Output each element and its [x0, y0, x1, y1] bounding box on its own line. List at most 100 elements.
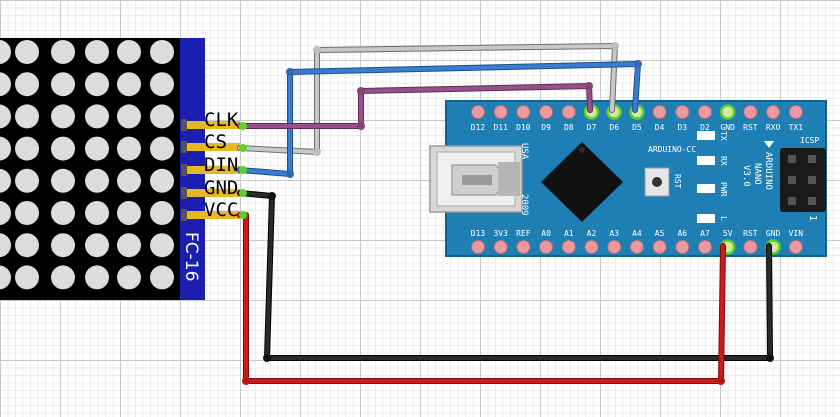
- arduino-pin[interactable]: [516, 105, 531, 119]
- arduino-pin-label: D11: [493, 123, 508, 132]
- year-label: 2009: [519, 194, 529, 216]
- arduino-pin[interactable]: [471, 240, 485, 254]
- arduino-pin-label: GND: [766, 229, 781, 238]
- led-dot: [150, 104, 174, 129]
- led-dot: [51, 233, 75, 258]
- led-dot: [150, 40, 174, 64]
- arduino-pin-label: D9: [541, 123, 551, 132]
- arduino-pin[interactable]: [675, 240, 690, 254]
- pin-connection-points: [239, 122, 247, 219]
- led-dot: [85, 136, 109, 161]
- led-dot: [51, 265, 75, 290]
- led-dot: [117, 104, 141, 129]
- module-pin-headers: [181, 119, 240, 221]
- arduino-pin[interactable]: [766, 105, 781, 119]
- arduino-pin[interactable]: [493, 105, 508, 119]
- icsp-pin-one-label: 1: [807, 215, 818, 221]
- led-dot: [150, 72, 174, 97]
- arduino-pin-label: D10: [516, 123, 531, 132]
- status-leds: [697, 131, 715, 223]
- led-dot: [15, 72, 39, 97]
- arduino-pin-label: A3: [609, 229, 619, 238]
- arduino-pin[interactable]: [561, 105, 576, 119]
- led-dot: [0, 72, 11, 97]
- board-title-line2: NANO: [752, 163, 762, 185]
- arduino-pin-label: 5V: [723, 229, 733, 238]
- arduino-pin[interactable]: [675, 105, 690, 119]
- arduino-pin-label: GND: [720, 123, 735, 132]
- arduino-pin[interactable]: [584, 240, 599, 254]
- icsp-label: ICSP: [800, 136, 819, 145]
- arduino-pin[interactable]: [698, 240, 712, 254]
- arduino-pin[interactable]: [629, 240, 644, 254]
- arduino-pin[interactable]: [607, 240, 622, 254]
- led-dot: [51, 104, 75, 129]
- led-dot: [85, 72, 109, 97]
- arduino-pin[interactable]: [698, 105, 712, 119]
- led-dot: [85, 40, 109, 64]
- arduino-pin[interactable]: [719, 104, 736, 120]
- arduino-pin[interactable]: [743, 240, 758, 254]
- arduino-pin[interactable]: [516, 240, 531, 254]
- arduino-pin-label: A1: [564, 229, 574, 238]
- led-label-tx: TX: [719, 131, 728, 141]
- led-dot: [0, 201, 11, 225]
- arduino-pin-label: 3V3: [493, 229, 508, 238]
- led-dot: [150, 201, 174, 225]
- arduino-pin-label: D5: [632, 123, 642, 132]
- led-dot: [117, 265, 141, 290]
- arduino-pin[interactable]: [788, 105, 803, 119]
- led-dot: [51, 40, 75, 64]
- pin-label-vcc: VCC: [204, 199, 238, 221]
- pin-label-cs: CS: [204, 131, 227, 153]
- arduino-pin-label: D4: [655, 123, 665, 132]
- arduino-pin[interactable]: [788, 240, 803, 254]
- brand-label: ARDUINO-CC: [648, 145, 696, 154]
- led-matrix-grid: [0, 40, 174, 290]
- led-dot: [117, 233, 141, 258]
- microcontroller-chip: [541, 142, 623, 222]
- pin1-triangle: [764, 141, 774, 148]
- arduino-pin-label: A5: [655, 229, 665, 238]
- led-dot: [85, 168, 109, 193]
- led-dot: [150, 265, 174, 290]
- arduino-pin[interactable]: [561, 240, 576, 254]
- pin-label-din: DIN: [204, 154, 238, 176]
- led-dot: [85, 233, 109, 258]
- led-dot: [117, 40, 141, 64]
- led-label-rx: RX: [719, 156, 728, 166]
- led-dot: [117, 168, 141, 193]
- led-dot: [15, 104, 39, 129]
- wire-joints: [242, 42, 774, 385]
- module-side-label: FC-16: [181, 232, 201, 281]
- reset-button[interactable]: [644, 167, 670, 197]
- led-dot: [0, 104, 11, 129]
- arduino-pin-label: A0: [541, 229, 551, 238]
- arduino-pin[interactable]: [652, 240, 667, 254]
- led-dot: [51, 168, 75, 193]
- led-dot: [15, 233, 39, 258]
- led-dot: [15, 168, 39, 193]
- arduino-pin-label: A4: [632, 229, 642, 238]
- arduino-pin-label: A7: [700, 229, 710, 238]
- arduino-pin[interactable]: [471, 105, 485, 119]
- arduino-pin-label: A6: [677, 229, 687, 238]
- led-dot: [117, 72, 141, 97]
- arduino-pin-label: VIN: [789, 229, 804, 238]
- led-dot: [150, 136, 174, 161]
- led-dot: [0, 168, 11, 193]
- arduino-pin[interactable]: [539, 240, 554, 254]
- arduino-pin[interactable]: [539, 105, 554, 119]
- led-label-l: L: [719, 216, 728, 221]
- led-dot: [15, 136, 39, 161]
- board-title-line1: ARDUINO: [763, 152, 773, 190]
- arduino-pin[interactable]: [493, 240, 508, 254]
- led-dot: [85, 104, 109, 129]
- pin-label-clk: CLK: [204, 109, 239, 131]
- arduino-pin[interactable]: [743, 105, 758, 119]
- arduino-pin[interactable]: [652, 105, 667, 119]
- wires: [237, 42, 774, 385]
- board-title-line3: V3.0: [741, 165, 751, 187]
- pin-label-gnd: GND: [204, 177, 238, 199]
